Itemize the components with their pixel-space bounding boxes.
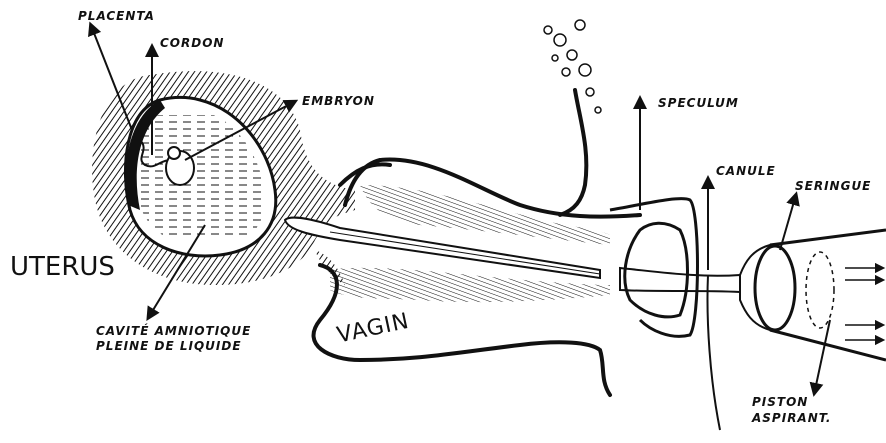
- label-cavite-line1: CAVITÉ AMNIOTIQUE: [96, 325, 251, 338]
- label-seringue: SERINGUE: [795, 180, 871, 193]
- label-uterus: UTERUS: [10, 253, 115, 282]
- label-speculum: SPECULUM: [658, 97, 739, 110]
- syringe-shape: [740, 230, 886, 360]
- label-cavite-line2: PLEINE DE LIQUIDE: [96, 340, 242, 353]
- label-placenta: PLACENTA: [78, 10, 155, 23]
- label-piston-line2: ASPIRANT.: [752, 412, 831, 425]
- fimbria-squiggles: [544, 20, 601, 113]
- label-piston-line1: PISTON: [752, 396, 808, 409]
- canule-leader-down: [708, 275, 721, 430]
- label-cordon: CORDON: [160, 37, 224, 50]
- piston-arrow: [815, 320, 830, 390]
- label-canule: CANULE: [716, 165, 776, 178]
- label-embryon: EMBRYON: [302, 95, 375, 108]
